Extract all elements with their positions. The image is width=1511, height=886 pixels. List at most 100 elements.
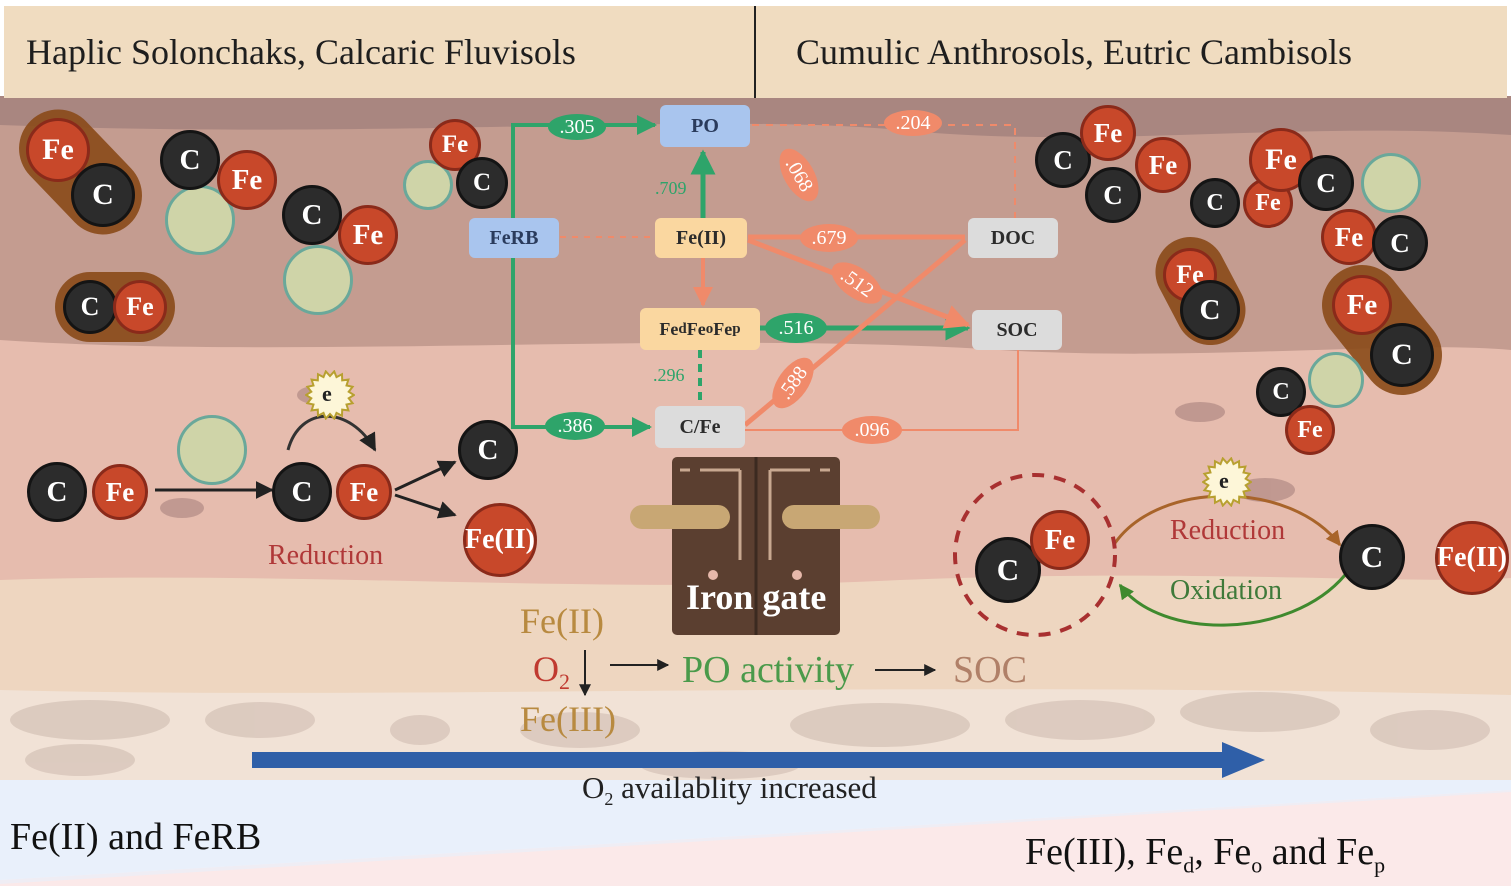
microbe-icon: [177, 415, 247, 485]
particle-label: Fe: [126, 292, 154, 321]
electron-label-right: e: [1219, 468, 1229, 493]
edge-cfe-soc: [745, 350, 1019, 431]
node-fedop-fe3: Fe: [713, 318, 733, 339]
electron-icon-right: e: [1201, 456, 1253, 508]
gradient-right-b: , Fe: [1194, 831, 1252, 873]
edge-po-doc: [752, 124, 1016, 218]
ferrous-iron-particle-icon: Fe(II): [463, 503, 537, 577]
coef-cfe-soc: .096: [842, 416, 902, 444]
node-po-label: PO: [691, 114, 719, 137]
coef-ferb-cfe: .386: [545, 412, 605, 440]
particle-label: C: [291, 475, 313, 508]
o2-gradient-label-o: O: [582, 770, 605, 805]
carbon-particle-icon: C: [63, 280, 117, 334]
gradient-right-sub-o: o: [1251, 852, 1263, 878]
particle-label: Fe: [105, 476, 135, 507]
carbon-particle-icon: C: [1256, 367, 1306, 417]
particle-label: Fe: [1044, 523, 1076, 556]
electron-label-left: e: [322, 381, 332, 406]
mechanism-o2: O2: [533, 648, 570, 695]
ferrous-iron-particle-icon: Fe(II): [1435, 521, 1509, 595]
iron-particle-icon: Fe: [113, 280, 167, 334]
node-fedop-fe1: Fe: [659, 318, 679, 339]
particle-label: C: [1103, 179, 1123, 210]
node-po: PO: [660, 105, 750, 147]
mechanism-o2-sub: 2: [559, 669, 570, 695]
particle-label: Fe: [1265, 143, 1297, 176]
node-doc: DOC: [968, 218, 1058, 258]
particle-label: C: [1360, 539, 1384, 574]
dashed-association-circle: [953, 473, 1117, 637]
iron-particle-icon: Fe: [1332, 275, 1392, 335]
iron-particle-icon: Fe: [429, 119, 481, 171]
particle-label: C: [92, 178, 114, 211]
arrow-release-c: [394, 460, 457, 492]
node-cfe: C/Fe: [655, 406, 745, 448]
node-soc: SOC: [972, 310, 1062, 350]
carbon-particle-icon: C: [456, 157, 508, 209]
iron-particle-icon: Fe: [1080, 105, 1136, 161]
particle-label: C: [179, 143, 201, 176]
mechanism-po-activity: PO activity: [682, 649, 855, 691]
arrow-right-oxidation: [1118, 574, 1347, 627]
mechanism-o2-o: O: [533, 649, 559, 689]
particle-label: Fe: [1093, 117, 1123, 148]
particle-label: Fe: [352, 218, 384, 251]
gradient-right-c: and Fe: [1262, 831, 1375, 873]
particle-label: Fe: [1148, 149, 1178, 180]
node-fedop-sub-d: d: [678, 320, 687, 337]
particle-label: C: [1199, 293, 1221, 326]
node-fedop-sub-p: p: [732, 320, 741, 337]
particle-label: Fe(II): [1437, 542, 1507, 573]
iron-gate-label: Iron gate: [686, 577, 827, 617]
carbon-particle-icon: C: [1085, 167, 1141, 223]
iron-particle-icon: Fe: [338, 205, 398, 265]
carbon-particle-icon: C: [1339, 524, 1405, 590]
carbon-particle-icon: C: [1180, 280, 1240, 340]
particle-label: Fe: [1346, 288, 1378, 321]
iron-particle-icon: Fe: [92, 464, 148, 520]
particle-label: C: [1206, 189, 1224, 216]
gradient-right-sub-p: p: [1374, 852, 1386, 878]
particle-label: C: [46, 475, 68, 508]
o2-gradient-label-rest: availablity increased: [613, 770, 877, 805]
node-soc-label: SOC: [996, 318, 1038, 341]
node-doc-label: DOC: [990, 226, 1036, 249]
coef-po-doc: .204: [884, 110, 942, 136]
node-fe2-label: Fe(II): [676, 226, 726, 249]
carbon-particle-icon: C: [282, 185, 342, 245]
carbon-particle-icon: C: [1372, 215, 1428, 271]
particle-label: C: [1391, 338, 1413, 371]
carbon-particle-icon: C: [975, 537, 1041, 603]
microbe-icon: [1361, 153, 1421, 213]
particle-label: Fe: [1297, 416, 1323, 443]
particle-label: C: [477, 433, 499, 466]
node-ferb-label: FeRB: [489, 226, 539, 249]
edge-ferb-po: [511, 115, 657, 218]
iron-particle-icon: Fe: [1135, 137, 1191, 193]
coef-fedop-cfe: .296: [653, 365, 685, 385]
iron-particle-icon: Fe: [336, 464, 392, 520]
gradient-left-label: Fe(II) and FeRB: [10, 816, 262, 858]
node-ferb: FeRB: [469, 218, 559, 258]
particle-label: C: [472, 169, 492, 196]
carbon-particle-icon: C: [27, 462, 87, 522]
particle-label: Fe: [1255, 189, 1281, 216]
mechanism-fe2: Fe(II): [520, 601, 604, 641]
coef-ferb-po: .305: [548, 114, 606, 140]
o2-gradient-arrow-head: [1222, 742, 1265, 778]
iron-particle-icon: Fe: [26, 118, 90, 182]
node-cfe-label: C/Fe: [679, 415, 721, 438]
microbe-icon: [283, 245, 353, 315]
coef-fe2-po: .709: [655, 178, 687, 198]
particle-label: Fe: [42, 133, 74, 166]
particle-label: C: [1053, 144, 1073, 175]
mechanism-soc: SOC: [953, 649, 1027, 691]
particle-label: Fe(II): [465, 524, 535, 555]
header-right-title: Cumulic Anthrosols, Eutric Cambisols: [796, 32, 1352, 72]
carbon-particle-icon: C: [1298, 155, 1354, 211]
right-reduction-label: Reduction: [1170, 515, 1286, 546]
gradient-right-label: Fe(III), Fed, Feo and Fep: [1025, 830, 1385, 879]
particle-label: C: [1272, 378, 1290, 405]
coef-fedop-soc: .516: [765, 313, 827, 343]
